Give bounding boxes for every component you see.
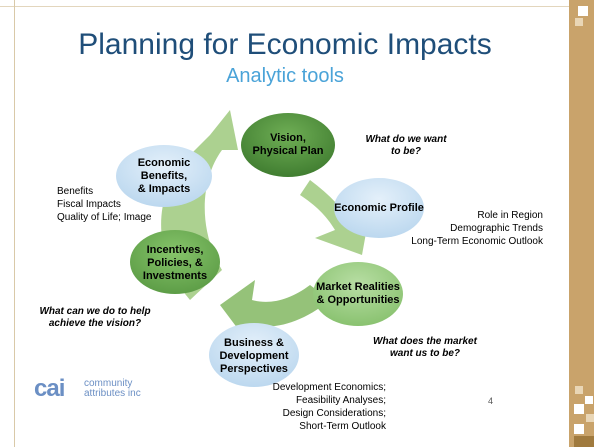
node-business-label: Business & Development Perspectives (209, 335, 299, 377)
node-vision-line: Vision, (270, 132, 306, 144)
node-incentives (130, 230, 220, 294)
band-square (574, 404, 584, 414)
development-list-item: Design Considerations; (282, 408, 386, 419)
logo-text: attributes inc (84, 388, 141, 399)
question-line: to be? (391, 146, 421, 157)
node-market-line: & Opportunities (316, 294, 400, 306)
development-list-item: Feasibility Analyses; (295, 395, 386, 406)
band-square (574, 424, 584, 434)
node-business-line: Business & (224, 336, 284, 349)
page-number: 4 (488, 396, 494, 406)
node-benefits (116, 145, 212, 207)
band-square (586, 414, 594, 422)
question-help-achieve: What can we do to help achieve the visio… (30, 306, 160, 330)
profile-list: Role in Region Demographic Trends Long-T… (408, 209, 543, 248)
profile-list-item: Role in Region (477, 210, 543, 221)
question-want-to-be: What do we want to be? (350, 134, 462, 158)
node-incentives-line: Investments (142, 269, 208, 282)
band-square (578, 6, 588, 16)
node-business (209, 323, 299, 387)
node-economic-profile (334, 178, 424, 238)
node-economic-profile-label: Economic Profile (334, 198, 424, 218)
slide-title: Planning for Economic Impacts (78, 28, 492, 61)
node-vision-line: Physical Plan (252, 145, 324, 157)
node-incentives-label: Incentives, Policies, & Investments (130, 242, 220, 284)
question-market-want: What does the market want us to be? (360, 336, 490, 360)
development-list-item: Development Economics; (272, 382, 386, 393)
node-incentives-line: Policies, & (147, 256, 203, 269)
left-rule (14, 0, 15, 447)
question-line: What do we want (365, 134, 447, 145)
arrow-right-down (300, 180, 372, 255)
band-square (585, 396, 593, 404)
band-square (575, 386, 583, 394)
node-incentives-line: Incentives, (146, 243, 204, 256)
node-benefits-label: Economic Benefits, & Impacts (114, 156, 214, 195)
development-list: Development Economics; Feasibility Analy… (250, 381, 386, 433)
benefits-list-item: Quality of Life; Image (57, 212, 152, 223)
node-business-line: Development (219, 349, 289, 362)
node-market-line: Market Realities (316, 281, 400, 293)
logo-mark: cai (34, 375, 65, 402)
band-square (574, 436, 594, 447)
top-rule (0, 6, 569, 7)
question-line: What does the market (373, 336, 477, 347)
node-benefits-line: & Impacts (137, 182, 191, 195)
question-line: want us to be? (390, 348, 460, 359)
node-vision (241, 113, 335, 177)
decorative-band (569, 0, 594, 447)
node-business-line: Perspectives (220, 362, 288, 375)
benefits-list-item: Fiscal Impacts (57, 199, 121, 210)
node-market (313, 262, 403, 326)
development-list-item: Short-Term Outlook (299, 421, 386, 432)
node-benefits-line: Economic Benefits, (137, 156, 191, 182)
benefits-list-item: Benefits (57, 186, 94, 197)
logo-text: community (84, 378, 133, 389)
question-line: What can we do to help (39, 306, 151, 317)
node-economic-profile-line: Economic Profile (334, 201, 424, 214)
profile-list-item: Demographic Trends (450, 223, 543, 234)
slide-subtitle: Analytic tools (226, 65, 344, 87)
node-vision-label: Vision, Physical Plan (241, 125, 335, 165)
node-market-label: Market Realities & Opportunities (313, 274, 403, 314)
question-line: achieve the vision? (48, 318, 142, 329)
band-square (575, 18, 583, 26)
profile-list-item: Long-Term Economic Outlook (411, 236, 543, 247)
benefits-list: Benefits Fiscal Impacts Quality of Life;… (57, 185, 152, 224)
